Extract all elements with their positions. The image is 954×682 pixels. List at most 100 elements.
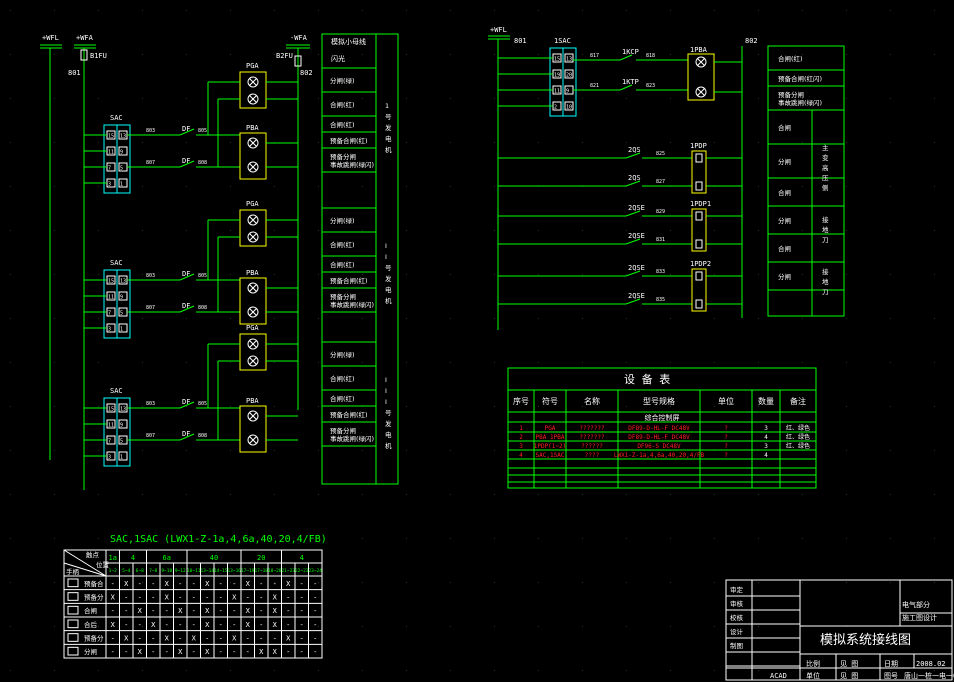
bus-wfl-label: +WFL bbox=[42, 34, 59, 42]
grid-dot bbox=[406, 142, 407, 143]
right-circuit: +WFL 801 802 1SAC 1PBA bbox=[488, 26, 758, 330]
grid-dot bbox=[10, 362, 11, 363]
grid-dot bbox=[98, 494, 99, 495]
grid-dot bbox=[142, 98, 143, 99]
grid-dot bbox=[186, 142, 187, 143]
right-panel-side-label-char: 压 bbox=[822, 174, 829, 182]
grid-dot bbox=[142, 186, 143, 187]
generator-group-label-char: 电 bbox=[385, 134, 392, 143]
switch-table-mark: X bbox=[111, 621, 116, 629]
grid-dot bbox=[10, 230, 11, 231]
wire-number: 829 bbox=[656, 209, 665, 215]
lamp-pba-box bbox=[239, 277, 267, 325]
lamp-pba-green-cross-b bbox=[249, 308, 257, 316]
grid-dot bbox=[934, 318, 935, 319]
grid-dot bbox=[10, 318, 11, 319]
tb-left-label: 设计 bbox=[730, 627, 744, 636]
grid-dot bbox=[582, 582, 583, 583]
grid-dot bbox=[230, 582, 231, 583]
generator-group-label-char: I bbox=[385, 253, 387, 261]
indicator-window bbox=[695, 239, 703, 249]
grid-dot bbox=[186, 186, 187, 187]
grid-dot bbox=[890, 98, 891, 99]
lamp-pba-box bbox=[239, 405, 267, 453]
grid-dot bbox=[538, 362, 539, 363]
grid-dot bbox=[494, 582, 495, 583]
position-indicator-box bbox=[691, 150, 707, 194]
generator-group-label-char: 发 bbox=[385, 123, 392, 132]
switch-table-mark: - bbox=[111, 648, 115, 656]
table-cell: 红、绿色 bbox=[786, 433, 810, 441]
contact-box bbox=[118, 291, 128, 301]
grid-dot bbox=[10, 670, 11, 671]
grid-dot bbox=[54, 538, 55, 539]
generator-group-label-char: 电 bbox=[385, 285, 392, 294]
contact-number: 10 bbox=[566, 105, 572, 111]
grid-dot bbox=[230, 670, 231, 671]
lamp-pga-box bbox=[239, 209, 267, 247]
grid-dot bbox=[450, 494, 451, 495]
date-label: 日期 bbox=[884, 660, 898, 668]
grid-dot bbox=[714, 362, 715, 363]
switch-table-mark: X bbox=[205, 648, 210, 656]
grid-dot bbox=[450, 98, 451, 99]
grid-dot bbox=[274, 450, 275, 451]
grid-dot bbox=[142, 362, 143, 363]
table-cell: SAC,1SAC bbox=[536, 452, 565, 459]
grid-dot bbox=[406, 230, 407, 231]
grid-dot bbox=[670, 274, 671, 275]
grid-dot bbox=[494, 406, 495, 407]
switch-table-pair: 9~12 bbox=[175, 568, 186, 574]
switch-table-mark: - bbox=[232, 621, 236, 629]
grid-dot bbox=[450, 362, 451, 363]
switch-table-pair: 7~8 bbox=[149, 568, 157, 574]
switch-table-mark: - bbox=[205, 635, 209, 643]
wire-number: 803 bbox=[146, 401, 155, 407]
switch-table-mark: - bbox=[219, 621, 223, 629]
switch-table-group: 1a bbox=[109, 554, 117, 562]
dept-label: 电气部分 bbox=[902, 600, 930, 609]
grid-dot bbox=[934, 494, 935, 495]
grid-dot bbox=[890, 450, 891, 451]
grid-dot bbox=[142, 450, 143, 451]
grid-dot bbox=[230, 626, 231, 627]
grid-dot bbox=[846, 274, 847, 275]
lamp-1pba-label: 1PBA bbox=[690, 46, 708, 54]
wire-number: 817 bbox=[590, 53, 599, 59]
grid-dot bbox=[186, 538, 187, 539]
disconnector-contact bbox=[625, 270, 641, 277]
grid-dot bbox=[890, 318, 891, 319]
switch-table-mark: X bbox=[151, 621, 156, 629]
grid-dot bbox=[230, 450, 231, 451]
grid-dot bbox=[142, 538, 143, 539]
grid-dot bbox=[54, 450, 55, 451]
grid-dot bbox=[142, 54, 143, 55]
position-indicator-label: 1PDP bbox=[690, 142, 707, 150]
wire-number: 805 bbox=[198, 128, 207, 134]
grid-dot bbox=[934, 450, 935, 451]
wire-number: 831 bbox=[656, 237, 665, 243]
drawno-value: 唐山一桩一电一01 bbox=[904, 671, 954, 680]
grid-dot bbox=[890, 186, 891, 187]
switch-table-mark: X bbox=[205, 607, 210, 615]
switch-table-mark: - bbox=[219, 607, 223, 615]
grid-dot bbox=[54, 54, 55, 55]
grid-dot bbox=[582, 626, 583, 627]
grid-dot bbox=[758, 186, 759, 187]
grid-dot bbox=[582, 362, 583, 363]
grid-dot bbox=[494, 274, 495, 275]
generator-group-label-char: 发 bbox=[385, 274, 392, 283]
switch-table-mark: - bbox=[259, 621, 263, 629]
tb-left-label: 校核 bbox=[730, 613, 744, 622]
grid-dot bbox=[626, 626, 627, 627]
disconnector-label: 2QSE bbox=[628, 232, 645, 240]
switch-table-mark: - bbox=[259, 635, 263, 643]
grid-dot bbox=[494, 142, 495, 143]
switch-table-group: 6a bbox=[163, 554, 171, 562]
grid-dot bbox=[538, 98, 539, 99]
grid-dot bbox=[98, 582, 99, 583]
grid-dot bbox=[890, 494, 891, 495]
grid-dot bbox=[186, 670, 187, 671]
grid-dot bbox=[626, 230, 627, 231]
